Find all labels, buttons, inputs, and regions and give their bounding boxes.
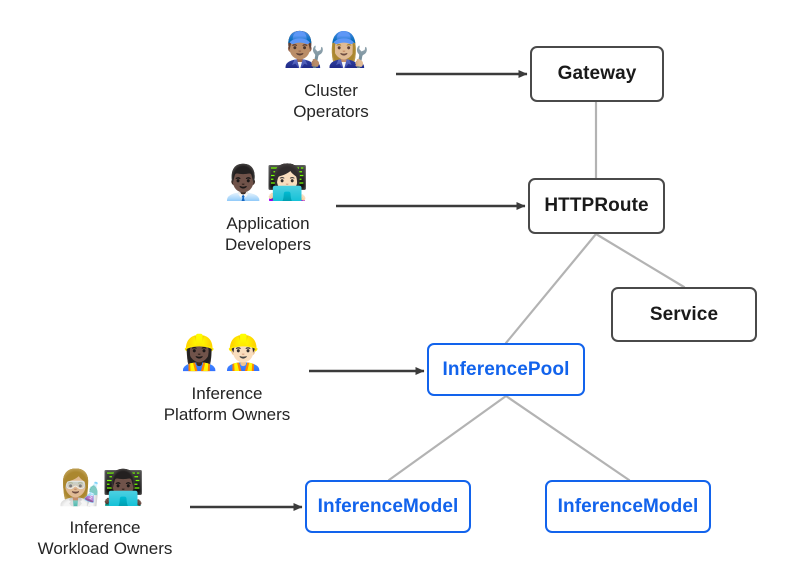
persona-avatars-inference-platform-owners: 👷🏿‍♀️👷🏻‍♂️ bbox=[178, 333, 267, 373]
persona-avatars-application-developers: 👨🏿‍💼👩🏻‍💻 bbox=[222, 163, 311, 203]
persona-label: Inference Platform Owners bbox=[163, 384, 291, 424]
connector-httproute-inferencepool bbox=[504, 232, 598, 345]
node-label: InferenceModel bbox=[317, 495, 459, 517]
persona-caption-inference-platform-owners: Inference Platform Owners bbox=[127, 381, 327, 425]
persona-emoji-pair-icon: 👷🏿‍♀️👷🏻‍♂️ bbox=[178, 334, 267, 372]
persona-label: Inference Workload Owners bbox=[37, 518, 173, 558]
node-service[interactable]: Service bbox=[611, 287, 757, 342]
persona-avatars-cluster-operators: 👨🏽‍🔧👩🏼‍🔧 bbox=[283, 30, 372, 70]
node-gateway[interactable]: Gateway bbox=[530, 46, 664, 102]
persona-avatars-inference-workload-owners: 👩🏼‍🔬👨🏿‍💻 bbox=[58, 468, 147, 508]
persona-caption-application-developers: Application Developers bbox=[168, 211, 368, 255]
persona-caption-inference-workload-owners: Inference Workload Owners bbox=[5, 515, 205, 559]
connector-inferencepool-model-right bbox=[504, 394, 631, 482]
persona-label: Cluster Operators bbox=[293, 81, 369, 121]
connector-httproute-service bbox=[594, 232, 686, 289]
connector-inferencepool-model-left bbox=[387, 394, 508, 482]
node-label: InferenceModel bbox=[557, 495, 699, 517]
persona-caption-cluster-operators: Cluster Operators bbox=[231, 78, 431, 122]
node-label: Service bbox=[649, 303, 719, 325]
node-label: InferencePool bbox=[442, 358, 570, 380]
node-inferencemodel-left[interactable]: InferenceModel bbox=[305, 480, 471, 533]
persona-emoji-pair-icon: 👨🏿‍💼👩🏻‍💻 bbox=[222, 164, 311, 202]
node-httproute[interactable]: HTTPRoute bbox=[528, 178, 665, 234]
persona-emoji-pair-icon: 👩🏼‍🔬👨🏿‍💻 bbox=[58, 469, 147, 507]
node-label: Gateway bbox=[557, 63, 637, 84]
persona-label: Application Developers bbox=[225, 214, 311, 254]
persona-emoji-pair-icon: 👨🏽‍🔧👩🏼‍🔧 bbox=[283, 31, 372, 69]
node-inferencepool[interactable]: InferencePool bbox=[427, 343, 585, 396]
persona-arrows bbox=[190, 70, 528, 511]
node-inferencemodel-right[interactable]: InferenceModel bbox=[545, 480, 711, 533]
node-label: HTTPRoute bbox=[544, 195, 649, 216]
